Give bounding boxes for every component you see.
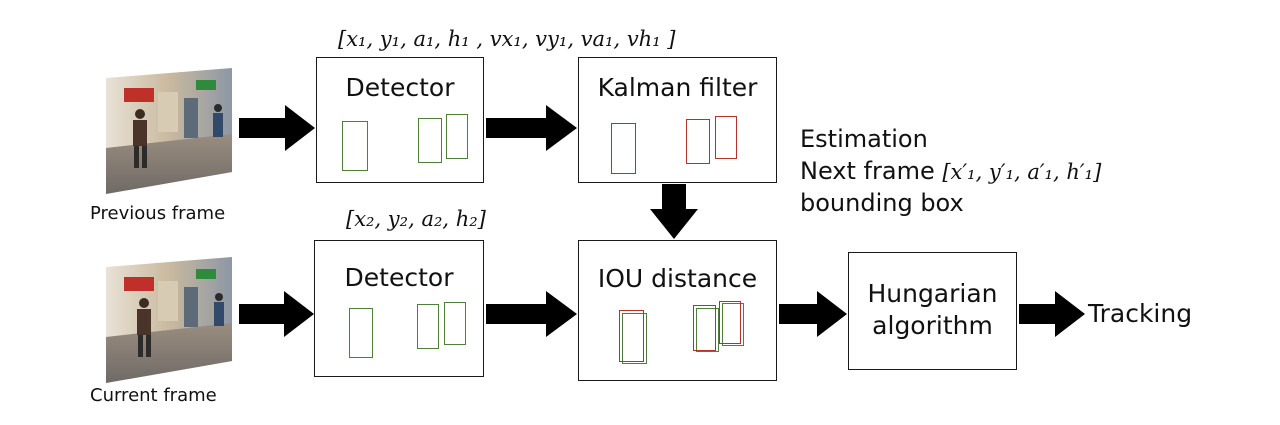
detector-top-title: Detector	[345, 73, 455, 102]
prediction-box	[619, 310, 644, 362]
hungarian-line1: Hungarian	[867, 279, 998, 308]
next-frame-text: Next frame	[800, 157, 935, 185]
iou-distance-title: IOU distance	[597, 264, 758, 293]
prediction-box	[611, 123, 636, 174]
detection-box	[342, 121, 368, 171]
arrow-detector-to-kalman-icon	[486, 105, 577, 151]
prediction-box	[686, 119, 710, 164]
prediction-box	[715, 116, 737, 159]
next-frame-label: Next frame [x′₁, y′₁, a′₁, h′₁]	[800, 156, 1101, 188]
arrow-detector-to-iou-icon	[486, 291, 577, 337]
detection-box	[417, 304, 439, 349]
tracking-output-label: Tracking	[1088, 299, 1193, 328]
bounding-box-label: bounding box	[800, 189, 964, 217]
prediction-box	[693, 305, 716, 351]
detector-top-state-vector: [x₁, y₁, a₁, h₁ , vx₁, vy₁, va₁, vh₁ ]	[338, 27, 676, 51]
detection-box	[446, 114, 468, 159]
kalman-filter-title: Kalman filter	[597, 73, 758, 102]
arrow-previous-to-detector-icon	[239, 105, 315, 151]
estimation-label: Estimation	[800, 125, 928, 153]
detector-bottom-box: Detector	[314, 240, 484, 377]
detection-box	[622, 313, 647, 364]
detection-box	[722, 303, 744, 346]
iou-distance-box: IOU distance	[578, 240, 777, 381]
arrow-current-to-detector-icon	[239, 291, 314, 337]
arrow-iou-to-hungarian-icon	[779, 291, 847, 337]
arrow-hungarian-to-tracking-icon	[1019, 291, 1085, 337]
previous-frame-image	[106, 68, 232, 194]
detector-bottom-state-vector: [x₂, y₂, a₂, h₂]	[346, 207, 486, 231]
detector-top-box: Detector	[316, 57, 484, 183]
hungarian-algorithm-box: Hungarian algorithm	[848, 252, 1017, 370]
detection-box	[696, 308, 719, 352]
current-frame-image	[106, 257, 232, 383]
kalman-filter-box: Kalman filter	[578, 57, 777, 183]
next-frame-vector: [x′₁, y′₁, a′₁, h′₁]	[942, 160, 1102, 184]
prediction-box	[719, 301, 741, 344]
hungarian-line2: algorithm	[872, 311, 993, 340]
current-frame-caption: Current frame	[90, 385, 217, 406]
detector-bottom-title: Detector	[344, 263, 454, 292]
detection-box	[349, 308, 373, 358]
arrow-kalman-to-iou-icon	[650, 184, 698, 239]
detection-box	[444, 302, 466, 345]
previous-frame-caption: Previous frame	[90, 203, 226, 224]
detection-box	[418, 118, 442, 163]
